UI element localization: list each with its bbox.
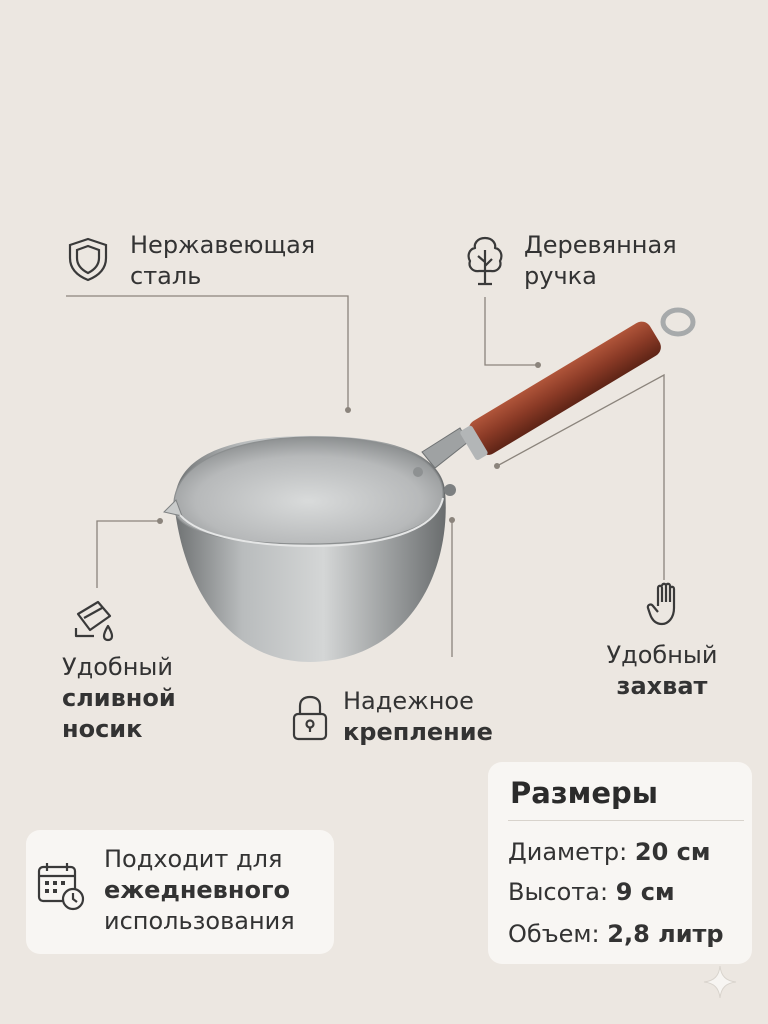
daily-use-line1: Подходит для (104, 845, 283, 873)
dimensions-divider (508, 820, 744, 821)
dimensions-title: Размеры (510, 776, 659, 810)
sparkle-icon (703, 965, 737, 999)
daily-use-card: Подходит для ежедневного использования (26, 830, 334, 954)
feature-spout-line3: носик (62, 715, 143, 743)
lock-icon (290, 694, 330, 742)
dimension-row-diameter: Диаметр: 20 см (508, 838, 710, 866)
dimension-diameter-value: 20 см (634, 838, 711, 866)
feature-steel: Нержавеющая сталь (130, 230, 315, 292)
calendar-clock-icon (36, 860, 86, 912)
feature-wood: Деревянная ручка (524, 230, 677, 292)
feature-grip-line2: захват (616, 672, 708, 700)
feature-steel-line2: сталь (130, 262, 202, 290)
feature-mount: Надежное крепление (343, 686, 493, 748)
feature-steel-line1: Нержавеющая (130, 231, 316, 259)
dimension-diameter-label: Диаметр: (508, 838, 628, 866)
dimension-height-value: 9 см (615, 878, 675, 906)
feature-mount-line2: крепление (343, 718, 493, 746)
feature-spout-line1: Удобный (62, 653, 173, 681)
feature-wood-line2: ручка (524, 262, 597, 290)
dimension-volume-label: Объем: (508, 920, 600, 948)
daily-use-text: Подходит для ежедневного использования (104, 844, 295, 937)
dimensions-card: Размеры Диаметр: 20 см Высота: 9 см Объе… (488, 762, 752, 964)
shield-icon (66, 236, 110, 282)
feature-wood-line1: Деревянная (524, 231, 677, 259)
feature-spout-line2: сливной (62, 684, 176, 712)
daily-use-line2: ежедневного (104, 876, 290, 904)
tree-icon (462, 234, 508, 286)
pour-icon (72, 596, 120, 642)
saucepan-image (163, 307, 696, 662)
hand-icon (646, 580, 688, 628)
dimension-row-volume: Объем: 2,8 литр (508, 920, 724, 948)
dimension-volume-value: 2,8 литр (607, 920, 724, 948)
feature-mount-line1: Надежное (343, 687, 474, 715)
feature-spout: Удобный сливной носик (62, 652, 176, 745)
daily-use-line3: использования (104, 907, 295, 935)
feature-grip-line1: Удобный (606, 641, 718, 669)
feature-grip: Удобный захват (598, 640, 726, 702)
dimension-height-label: Высота: (508, 878, 609, 906)
dimension-row-height: Высота: 9 см (508, 878, 675, 906)
